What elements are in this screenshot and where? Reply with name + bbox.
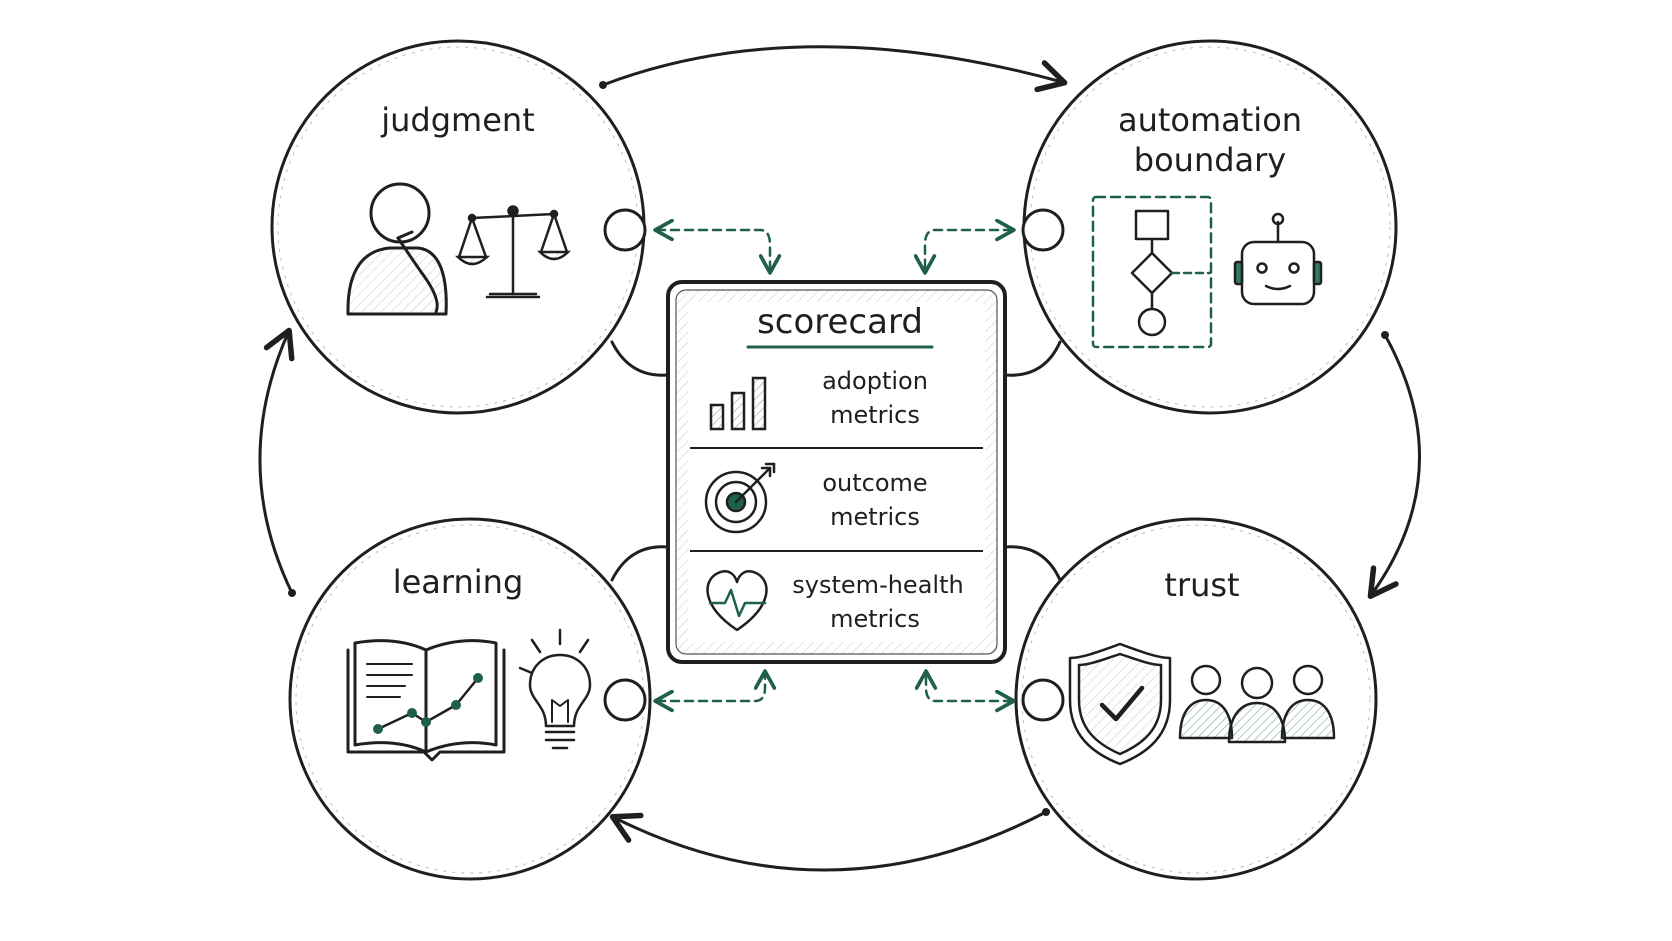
metric-label-outcome-suffix: metrics [830, 503, 920, 531]
metric-label-system-health: system-health [792, 571, 964, 599]
node-circle-judgment [270, 39, 646, 415]
metric-label-adoption-suffix: metrics [830, 401, 920, 429]
arrow-learning-to-judgment [258, 327, 295, 595]
lightbulb-icon [518, 628, 592, 750]
node-circle-trust [1014, 517, 1378, 881]
arrow-judgment-to-automation [601, 45, 1068, 93]
people-group-icon [1178, 664, 1336, 744]
link-trust-scorecard [914, 669, 1016, 713]
arrow-trust-to-learning [609, 810, 1048, 872]
cycle-arrows [258, 45, 1421, 872]
puzzle-knobs [603, 208, 1065, 722]
heart-pulse-icon [706, 570, 768, 632]
shield-check-icon [1068, 642, 1172, 766]
flowchart-icon [1091, 195, 1213, 349]
scorecard-links [653, 218, 1016, 713]
scorecard-title: scorecard [757, 302, 923, 342]
metric-label-adoption: adoption [822, 367, 928, 395]
node-label-judgment: judgment [381, 101, 535, 139]
link-judgment-scorecard [653, 218, 782, 275]
link-learning-scorecard [653, 669, 777, 713]
arrow-automation-to-trust [1367, 333, 1421, 599]
node-label-boundary: boundary [1133, 141, 1287, 179]
puzzle-connectors [610, 340, 1062, 582]
metric-label-outcome: outcome [822, 469, 928, 497]
open-book-chart-icon [346, 639, 506, 762]
node-label-learning: learning [392, 563, 524, 601]
bar-chart-icon [709, 376, 767, 431]
node-label-trust: trust [1164, 566, 1240, 604]
node-label-automation: automation [1117, 101, 1303, 139]
metric-label-system-health-suffix: metrics [830, 605, 920, 633]
robot-icon [1233, 212, 1323, 306]
link-automation-scorecard [913, 218, 1016, 275]
target-icon [704, 462, 776, 534]
thinking-person-icon [346, 182, 448, 316]
balance-scale-icon [454, 205, 572, 299]
